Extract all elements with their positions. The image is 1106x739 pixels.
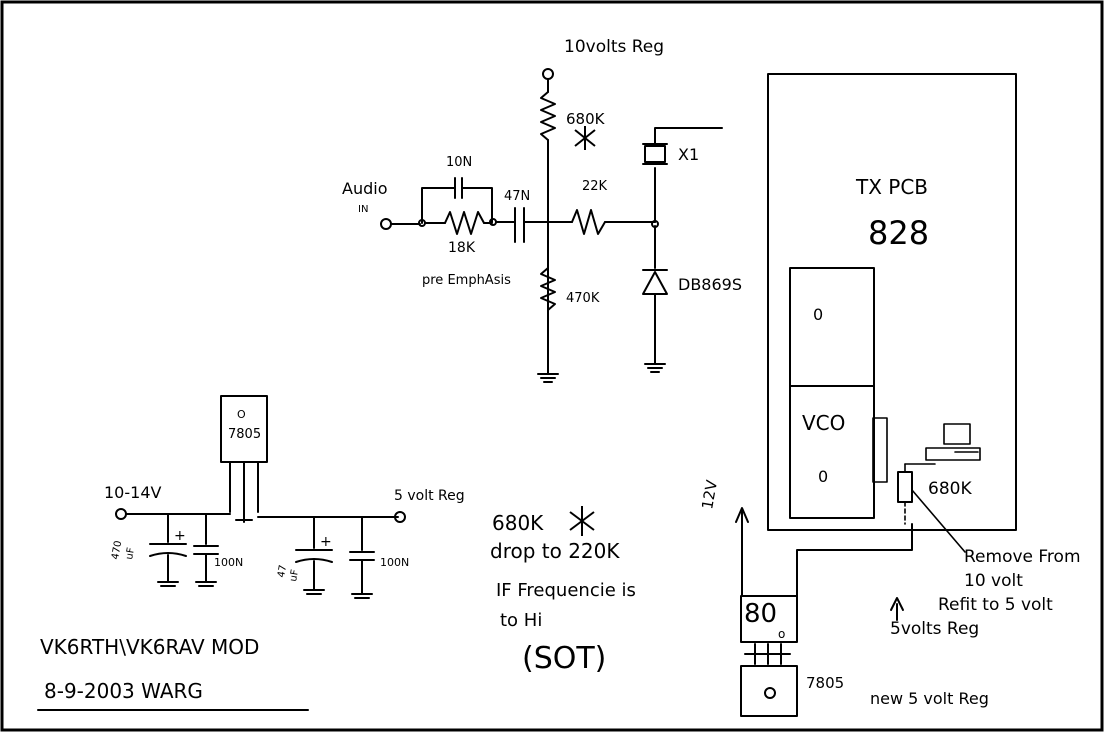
label-47uf-a: 47: [276, 564, 289, 578]
preemphasis-circuit: [380, 68, 723, 383]
label-reg-top-o: O: [237, 408, 246, 421]
ground-symbol-1: [537, 373, 559, 383]
label-reg10: 10volts Reg: [564, 37, 664, 57]
label-470uf-b: uF: [124, 546, 137, 560]
reg-bottom-body: [740, 595, 798, 643]
audio-in-terminal: [380, 218, 392, 230]
label-tx-number: 828: [868, 214, 929, 252]
small-part-bar: [925, 447, 981, 461]
resistor-680k-top: [540, 91, 556, 141]
label-input-v: 10-14V: [104, 483, 161, 502]
note-remove3: Refit to 5 volt: [938, 595, 1053, 615]
new-5v-reg-circuit: [735, 507, 913, 717]
note-to-hi: to Hi: [500, 610, 542, 631]
input-terminal: [115, 508, 127, 520]
label-new-reg: new 5 volt Reg: [870, 689, 989, 708]
label-reg-bottom-7805: 7805: [806, 674, 844, 692]
label-470k: 470K: [566, 291, 600, 306]
label-tx-pcb: TX PCB: [855, 175, 928, 199]
label-47uf-b: uF: [288, 568, 301, 582]
diode-triangle: [642, 271, 668, 295]
label-reg-top-7805: 7805: [228, 427, 261, 442]
note-remove1: Remove From: [964, 547, 1081, 567]
label-22k: 22K: [582, 179, 608, 194]
resistor-470k: [540, 267, 556, 311]
label-vco: VCO: [802, 411, 845, 435]
label-10n: 10N: [446, 155, 472, 170]
vco-trimmer: [872, 417, 888, 483]
reg-bottom-hole: [764, 687, 776, 699]
resistor-22k: [571, 209, 606, 235]
footer-date: 8-9-2003 WARG: [44, 679, 203, 703]
label-audio: Audio: [342, 179, 387, 198]
note-sot: (SOT): [522, 641, 606, 676]
tx-pcb-outline: [767, 73, 1017, 531]
remove-leader: [911, 489, 966, 553]
label-18k: 18K: [448, 240, 476, 256]
note-if-freq: IF Frequencie is: [496, 580, 636, 601]
note-remove2: 10 volt: [964, 571, 1023, 591]
star-mark-top: [574, 126, 596, 150]
label-reg-bottom-80: 80: [744, 599, 777, 629]
label-audio-in: IN: [358, 204, 368, 215]
small-part-top: [943, 423, 971, 445]
reg-bottom-tab: [740, 665, 798, 717]
label-plus2: +: [320, 534, 332, 550]
footer-callsigns: VK6RTH\VK6RAV MOD: [40, 635, 259, 659]
label-x1: X1: [678, 145, 699, 164]
label-12v: 12V: [698, 478, 721, 511]
label-470uf-a: 470: [110, 540, 124, 561]
label-plus1: +: [174, 528, 186, 544]
label-100n-a: 100N: [214, 556, 243, 569]
star-mark-note: [569, 506, 595, 536]
label-680k-top: 680K: [566, 110, 606, 128]
label-680k-right: 680K: [928, 479, 972, 499]
resistor-18k: [444, 211, 485, 235]
note-680k: 680K: [492, 511, 544, 535]
label-47n: 47N: [504, 189, 530, 204]
label-vco-o-top: 0: [813, 305, 823, 324]
crystal-x1: [644, 145, 666, 163]
output-terminal: [394, 511, 406, 523]
resistor-680k-right: [897, 471, 913, 503]
label-preemphasis: pre EmphAsis: [422, 273, 511, 288]
note-drop: drop to 220K: [490, 539, 620, 563]
vco-module: [789, 267, 875, 519]
label-5volts-reg: 5volts Reg: [890, 619, 979, 639]
label-vco-o-bottom: 0: [818, 467, 828, 486]
reg-5v-circuit: [115, 395, 406, 599]
label-diode: DB869S: [678, 275, 742, 294]
tx-pcb-board: [767, 73, 1017, 553]
label-reg-bottom-o: o: [778, 627, 785, 641]
ground-symbol-2: [644, 363, 666, 373]
reg10-terminal: [542, 68, 554, 80]
label-reg5: 5 volt Reg: [394, 488, 465, 504]
label-100n-b: 100N: [380, 556, 409, 569]
